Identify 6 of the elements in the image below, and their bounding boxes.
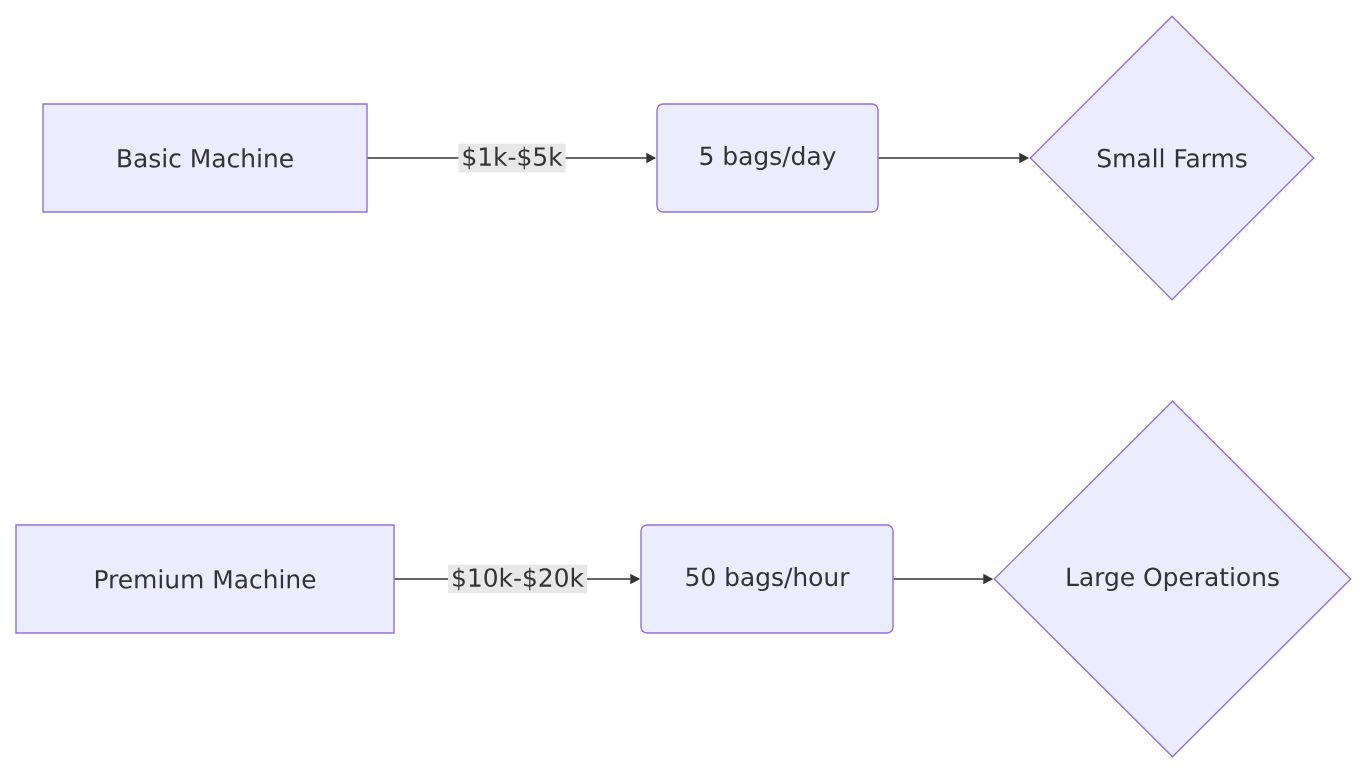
rounded-box: 5 bags/day — [656, 103, 879, 213]
rounded-box: 50 bags/hour — [640, 524, 894, 634]
edge-label: $10k-$20k — [448, 564, 587, 594]
process-box: Premium Machine — [15, 524, 395, 634]
process-box: Basic Machine — [42, 103, 368, 213]
edge-label: $1k-$5k — [458, 143, 566, 173]
